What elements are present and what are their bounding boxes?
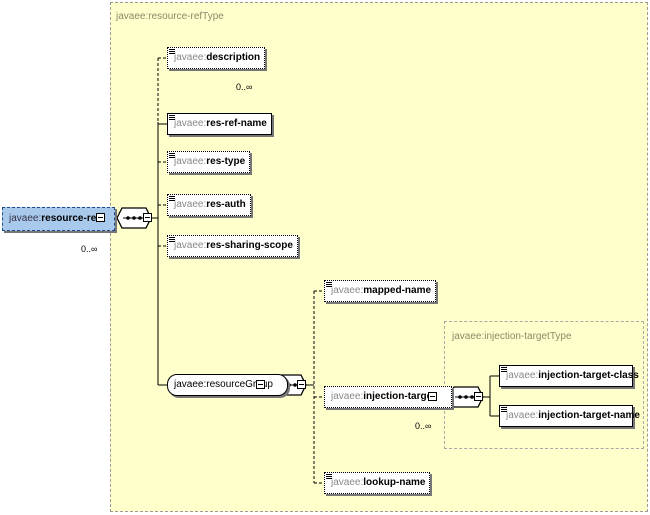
collapse-icon[interactable] [297, 380, 306, 389]
collapse-icon[interactable] [428, 392, 437, 401]
resource-group-label: javaee:resourceGroup [174, 379, 273, 390]
description-cardinality: 0..∞ [236, 82, 253, 92]
root-cardinality: 0..∞ [81, 244, 98, 254]
res-ref-name-element[interactable]: javaee:res-ref-name [167, 113, 272, 135]
lines-icon [169, 115, 175, 120]
lines-icon [169, 153, 175, 158]
collapse-icon[interactable] [143, 213, 152, 222]
lines-icon [326, 282, 332, 287]
lines-icon [169, 237, 175, 242]
lookup-name-element[interactable]: javaee:lookup-name [324, 472, 431, 494]
injection-target-cardinality: 0..∞ [415, 421, 432, 431]
collapse-icon[interactable] [96, 213, 105, 222]
mapped-name-element[interactable]: javaee:mapped-name [324, 280, 437, 302]
root-name: resource-ref [41, 213, 100, 224]
res-auth-element[interactable]: javaee:res-auth [167, 194, 251, 216]
res-sharing-scope-element[interactable]: javaee:res-sharing-scope [167, 235, 298, 257]
type-panel-label: javaee:resource-refType [116, 11, 224, 22]
lines-icon [326, 474, 332, 479]
injection-target-element[interactable]: javaee:injection-target [324, 386, 453, 408]
lines-icon [169, 196, 175, 201]
collapse-icon[interactable] [474, 392, 483, 401]
injection-target-type-label: javaee:injection-targetType [452, 331, 572, 342]
resource-ref-element[interactable]: javaee:resource-ref [2, 207, 115, 231]
collapse-icon[interactable] [256, 380, 265, 389]
res-type-element[interactable]: javaee:res-type [167, 151, 251, 173]
root-prefix: javaee: [9, 213, 42, 224]
lines-icon [501, 407, 507, 412]
description-element[interactable]: javaee:description [167, 47, 266, 69]
injection-target-name-element[interactable]: javaee:injection-target-name [499, 405, 640, 427]
lines-icon [169, 49, 175, 54]
injection-target-class-element[interactable]: javaee:injection-target-class [499, 365, 639, 387]
resource-group[interactable]: javaee:resourceGroup [167, 374, 288, 396]
lines-icon [501, 367, 507, 372]
